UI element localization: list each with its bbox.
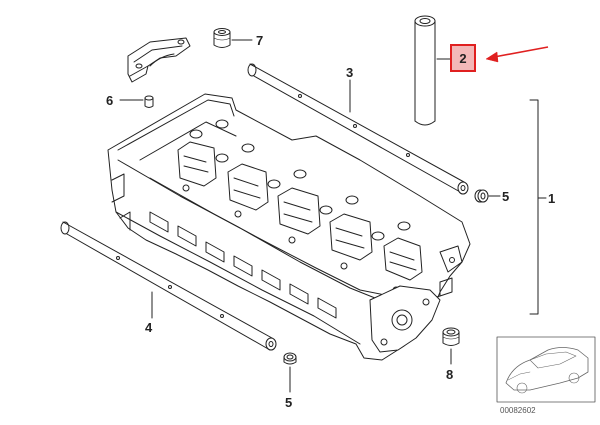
assembly-bracket-1 [529, 99, 539, 315]
callout-1[interactable]: 1 [548, 191, 555, 206]
pointer-arrow [485, 46, 549, 63]
dowel-part-6[interactable] [144, 95, 154, 108]
rocker-shaft-part-4[interactable] [60, 221, 277, 351]
rocker-shaft-part-3[interactable] [247, 63, 469, 195]
cylinder-head[interactable] [107, 93, 471, 361]
callout-5-lower[interactable]: 5 [285, 395, 292, 410]
plug-part-5-lower[interactable] [283, 352, 297, 365]
callout-8[interactable]: 8 [446, 367, 453, 382]
highlight-box-part-2 [450, 44, 476, 72]
plug-part-5-upper[interactable] [474, 189, 489, 203]
vehicle-thumbnail [496, 336, 596, 403]
bushing-part-7[interactable] [213, 28, 231, 48]
callout-2[interactable]: 2 [459, 51, 466, 66]
callout-4[interactable]: 4 [145, 320, 153, 335]
cap-part-8[interactable] [442, 327, 460, 346]
reference-number: 00082602 [500, 406, 536, 415]
tube-part-2[interactable] [414, 15, 436, 126]
callout-6[interactable]: 6 [106, 93, 113, 108]
callout-7[interactable]: 7 [256, 33, 263, 48]
callout-5-upper[interactable]: 5 [502, 189, 509, 204]
callout-3[interactable]: 3 [346, 65, 353, 80]
bearing-cap[interactable] [127, 37, 191, 83]
